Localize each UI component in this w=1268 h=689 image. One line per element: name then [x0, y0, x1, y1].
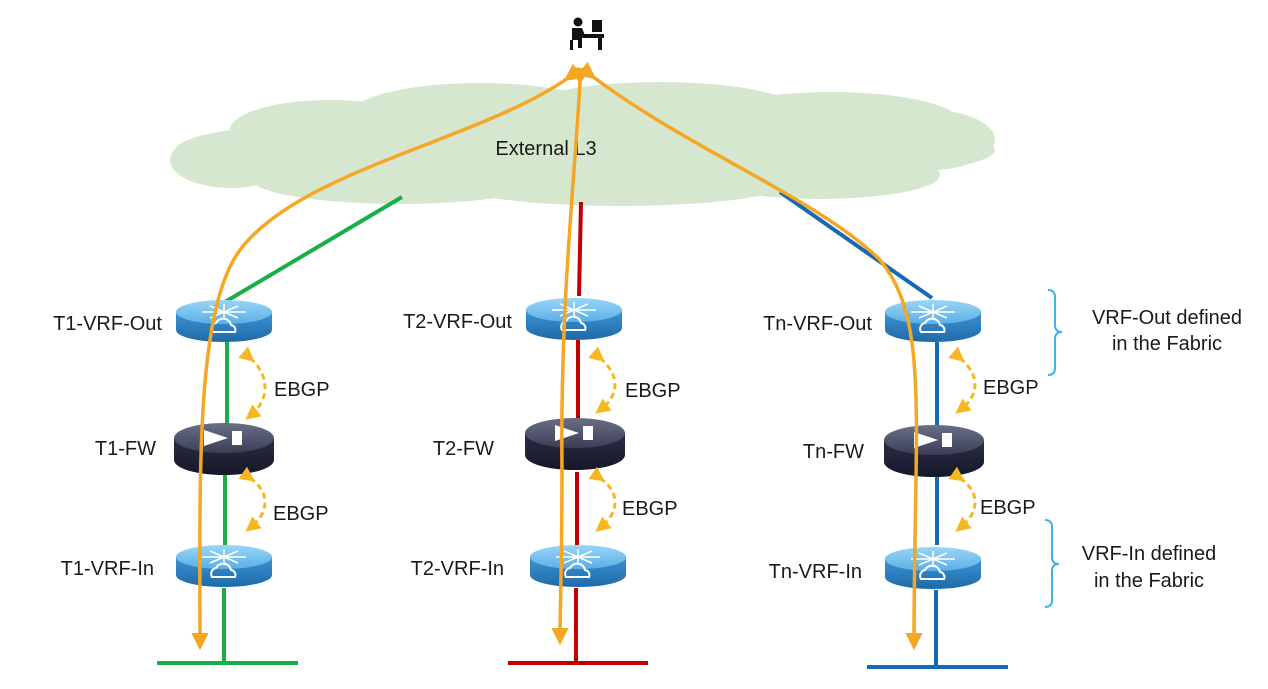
- t1-fw-label: T1-FW: [95, 438, 156, 460]
- external-l3-cloud: External L3: [170, 82, 995, 206]
- tn-ebgp-lower-label: EBGP: [980, 497, 1036, 519]
- traffic-path-t2: [551, 67, 590, 646]
- brackets: [1044, 289, 1063, 608]
- traffic-path-t1: [191, 63, 584, 651]
- t1-vrf-out-label: T1-VRF-Out: [53, 313, 162, 335]
- vrf-in-note-line1: VRF-In defined: [1082, 543, 1217, 565]
- t2-vrf-out-label: T2-VRF-Out: [403, 311, 512, 333]
- firewall-icon: [884, 425, 984, 477]
- router-icon: [885, 300, 981, 342]
- tn-vrf-out-label: Tn-VRF-Out: [763, 313, 872, 335]
- router-icon: [176, 545, 272, 587]
- router-icon: [176, 300, 272, 342]
- vrf-out-note-line1: VRF-Out defined: [1092, 307, 1242, 329]
- firewall-icon: [174, 423, 274, 475]
- router-icon: [530, 545, 626, 587]
- vrf-out-bracket: [1047, 289, 1063, 376]
- vrf-in-bracket: [1044, 519, 1060, 608]
- traffic-path-tn: [576, 61, 923, 651]
- t1-vrf-in-label: T1-VRF-In: [61, 558, 154, 580]
- router-icon: [526, 298, 622, 340]
- t1-ebgp-lower-label: EBGP: [273, 503, 329, 525]
- firewall-icon: [525, 418, 625, 470]
- t2-fw-label: T2-FW: [433, 438, 494, 460]
- t1-ebgp-upper-label: EBGP: [274, 379, 330, 401]
- router-icon: [885, 547, 981, 589]
- vrf-in-note-line2: in the Fabric: [1094, 570, 1204, 592]
- user-at-desk-icon: [570, 17, 604, 50]
- t2-vrf-in-label: T2-VRF-In: [411, 558, 504, 580]
- cloud-label: External L3: [495, 138, 596, 160]
- t2-ebgp-lower-label: EBGP: [622, 498, 678, 520]
- ebgp-arrows: [238, 346, 977, 532]
- tn-vrf-in-label: Tn-VRF-In: [769, 561, 862, 583]
- traffic-paths: [191, 61, 923, 651]
- vrf-out-note-line2: in the Fabric: [1112, 333, 1222, 355]
- tn-ebgp-upper-label: EBGP: [983, 377, 1039, 399]
- tenant-n-wire: [778, 190, 1008, 669]
- tn-fw-label: Tn-FW: [803, 441, 864, 463]
- t2-ebgp-upper-label: EBGP: [625, 380, 681, 402]
